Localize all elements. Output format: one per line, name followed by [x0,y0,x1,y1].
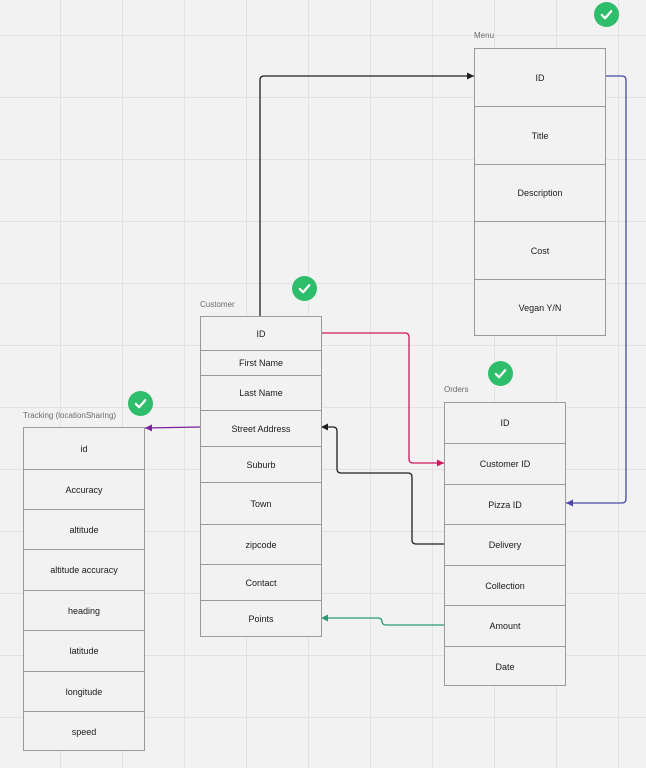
customer-field-id[interactable]: ID [256,328,266,339]
tracking-table[interactable]: id Accuracy altitude altitude accuracy h… [23,427,145,751]
menu-table[interactable]: ID Title Description Cost Vegan Y/N [474,48,606,336]
orders-field-delivery[interactable]: Delivery [445,524,565,565]
customer-field-town[interactable]: Town [201,482,321,524]
orders-field-amount[interactable]: Amount [445,605,565,646]
orders-table[interactable]: ID Customer ID Pizza ID Delivery Collect… [444,402,566,686]
connector-customer-to-orders [321,332,444,467]
tracking-field-heading[interactable]: heading [24,590,144,630]
menu-field-id[interactable]: ID [535,72,545,83]
orders-field-collection[interactable]: Collection [445,565,565,605]
connector-menu-to-orders [566,75,627,507]
customer-field-points[interactable]: Points [201,600,321,637]
customer-field-last-name[interactable]: Last Name [201,375,321,410]
tracking-table-title: Tracking (locationSharing) [23,411,117,420]
customer-table[interactable]: ID First Name Last Name Street Address S… [200,316,322,637]
customer-table-title: Customer [200,300,235,309]
connector-customer-to-tracking [144,424,201,432]
check-circle-icon [594,2,619,27]
tracking-field-latitude[interactable]: latitude [24,630,144,671]
check-circle-icon [488,361,513,386]
customer-field-suburb[interactable]: Suburb [201,446,321,482]
connector-orders-to-customer-address [321,423,444,545]
menu-field-cost[interactable]: Cost [475,221,605,279]
orders-field-id[interactable]: ID [500,418,510,428]
orders-table-title: Orders [444,385,469,394]
customer-field-contact[interactable]: Contact [201,564,321,600]
menu-field-vegan[interactable]: Vegan Y/N [475,279,605,336]
tracking-field-altitude-accuracy[interactable]: altitude accuracy [24,549,144,590]
tracking-field-speed[interactable]: speed [24,711,144,751]
customer-field-street-address[interactable]: Street Address [201,410,321,446]
orders-field-customer-id[interactable]: Customer ID [445,443,565,484]
tracking-field-accuracy[interactable]: Accuracy [24,469,144,509]
menu-field-title[interactable]: Title [475,106,605,164]
menu-table-title: Menu [474,31,495,40]
orders-field-date[interactable]: Date [445,646,565,686]
check-circle-icon [292,276,317,301]
orders-field-pizza-id[interactable]: Pizza ID [445,484,565,524]
customer-field-zipcode[interactable]: zipcode [201,524,321,564]
connector-customer-to-menu [259,72,474,316]
customer-field-first-name[interactable]: First Name [201,350,321,375]
tracking-field-altitude[interactable]: altitude [24,509,144,549]
check-circle-icon [128,391,153,416]
connector-orders-to-customer-points [321,614,444,626]
tracking-field-id[interactable]: id [80,443,88,454]
menu-field-description[interactable]: Description [475,164,605,221]
tracking-field-longitude[interactable]: longitude [24,671,144,711]
